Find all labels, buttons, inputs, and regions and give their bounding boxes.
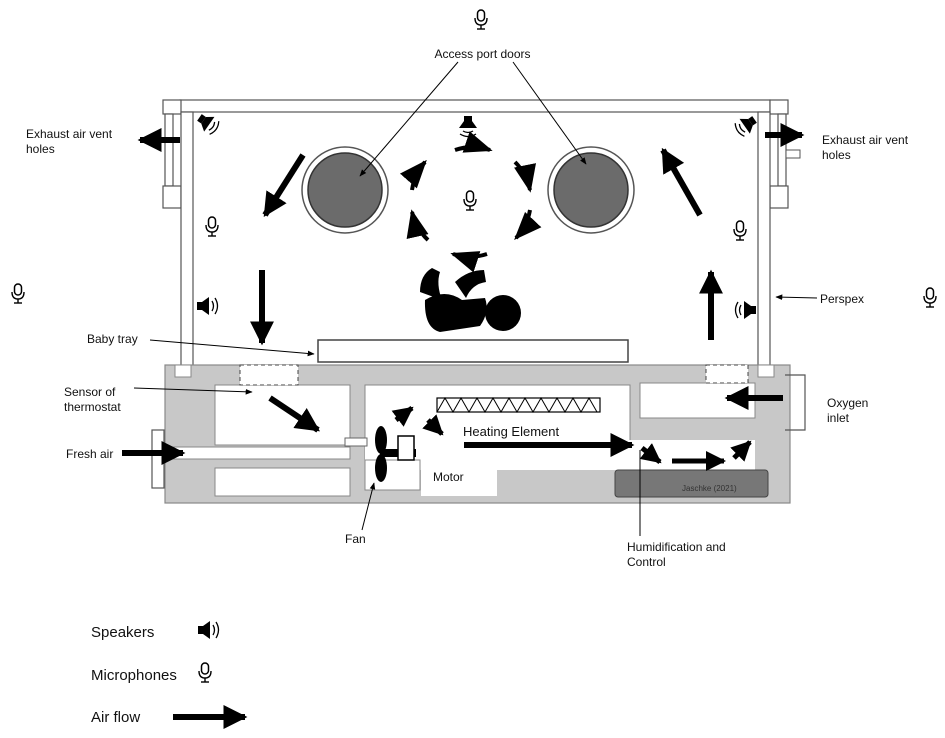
- label-heating-element: Heating Element: [463, 424, 560, 439]
- label-fresh-air: Fresh air: [66, 447, 114, 461]
- microphone-icon-far-left: [11, 283, 25, 304]
- leader-lines: [133, 61, 818, 536]
- credit-text: Jaschke (2021): [682, 484, 737, 493]
- legend-microphones-label: Microphones: [91, 667, 177, 684]
- label-oxygen-inlet: Oxygen inlet: [827, 396, 869, 425]
- label-sensor-of-thermostat: Sensor of thermostat: [64, 385, 121, 414]
- fan: [375, 426, 416, 482]
- microphone-icon-top: [474, 9, 488, 30]
- microphone-icon-right-inner: [733, 220, 747, 241]
- label-exhaust-right: Exhaust air vent holes: [822, 133, 909, 162]
- access-port-door-left: [301, 146, 389, 234]
- access-port-door-right: [547, 146, 635, 234]
- legend-speaker-icon: [197, 620, 220, 640]
- speaker-icon-right-wall: [734, 300, 757, 320]
- speaker-icon-top-center: [458, 115, 478, 138]
- speaker-icon-top-left: [193, 109, 223, 138]
- air-flow-arrows: [122, 123, 805, 471]
- speaker-icon-top-right: [731, 111, 761, 140]
- legend-microphone-icon: [198, 662, 212, 683]
- baby-silhouette-icon: [420, 268, 521, 332]
- heating-element: [436, 396, 601, 414]
- circulating-air-arrows: [399, 131, 542, 273]
- label-baby-tray: Baby tray: [87, 332, 138, 346]
- label-perspex: Perspex: [820, 292, 865, 306]
- speaker-icon-left-wall: [196, 296, 219, 316]
- label-exhaust-left: Exhaust air vent holes: [26, 127, 113, 156]
- legend-speakers-label: Speakers: [91, 624, 155, 641]
- label-motor: Motor: [421, 458, 497, 496]
- microphone-icon-far-right: [923, 287, 937, 308]
- microphone-icon-center: [463, 190, 477, 211]
- label-humidification-and-control: Humidification and Control: [627, 540, 726, 569]
- label-fan: Fan: [345, 532, 366, 546]
- label-access-port-doors: Access port doors: [434, 47, 531, 61]
- baby-tray: [317, 339, 629, 363]
- canopy: [162, 99, 801, 371]
- legend-air-flow-label: Air flow: [91, 709, 141, 726]
- microphone-icon-left-inner: [205, 216, 219, 237]
